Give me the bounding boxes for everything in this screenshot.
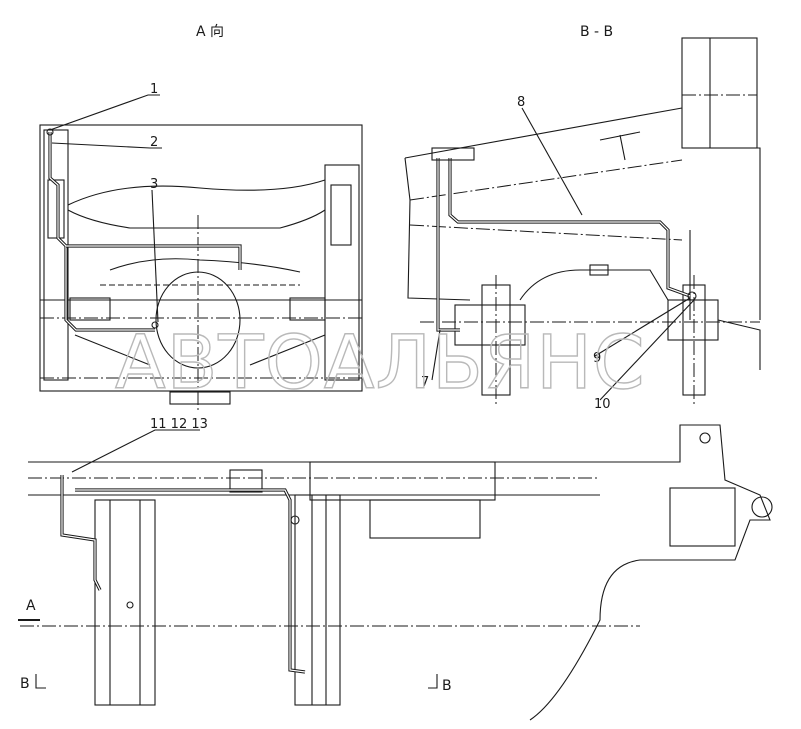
callout-9: 9 [593,351,601,366]
callout-10: 10 [594,397,611,412]
view-bb-title: B - B [580,24,613,40]
side-view: 11 12 13 A B B [18,417,773,721]
callout-1: 1 [150,82,158,97]
section-arrow-a: A [26,598,36,614]
callout-3: 3 [150,177,158,192]
watermark-text: АВТОАЛЬЯНС [115,320,646,406]
callout-11-12-13: 11 12 13 [150,417,208,432]
view-a-title: A 向 [196,24,224,40]
callout-8: 8 [517,95,525,110]
callout-2: 2 [150,135,158,150]
section-mark-b-right: B [442,678,452,694]
view-a: A 向 1 2 3 [39,24,363,410]
callout-7: 7 [421,375,429,390]
view-b-b: B - B 8 7 [404,24,761,412]
section-mark-b-left: B [20,676,30,692]
